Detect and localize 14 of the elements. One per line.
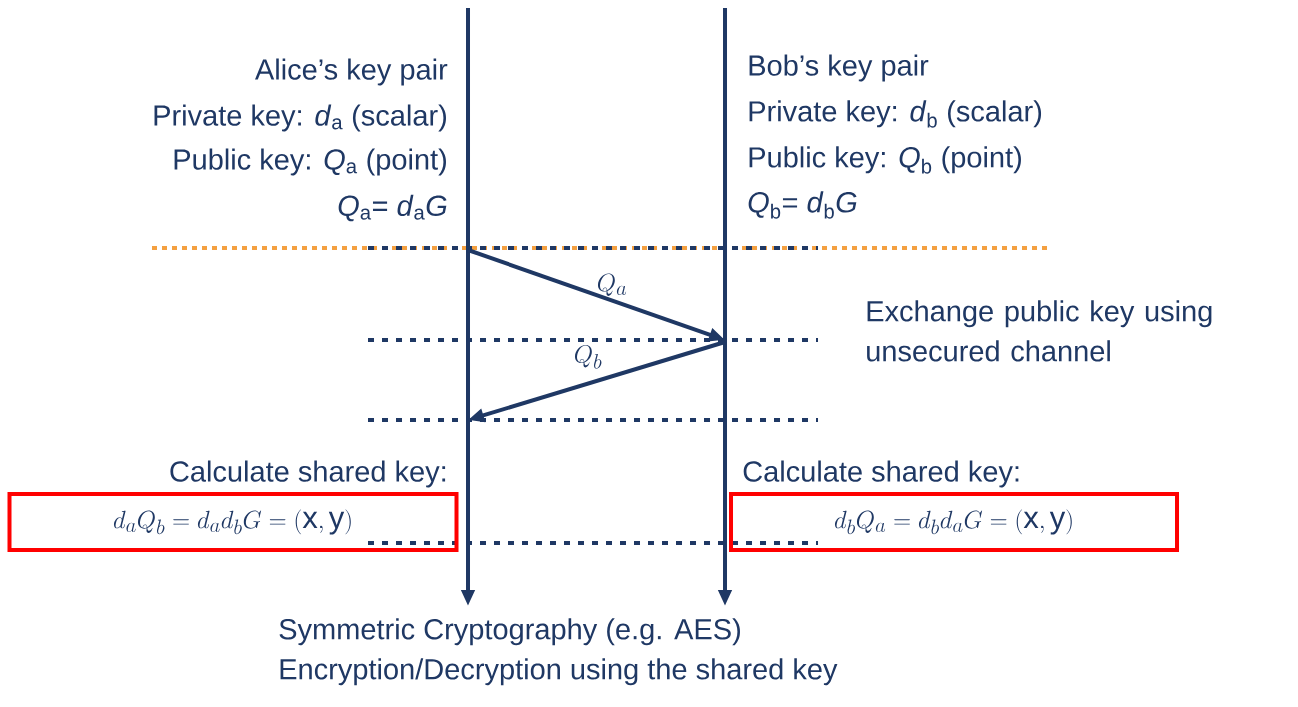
key-text: Public key: Q$_{a}$ (point) [174,148,446,176]
key-text: Private key: d$_{a}$ (scalar) [154,104,446,132]
note-text: Exchange public key using unsecured channel [867,300,1212,362]
note-text: Symmetric Cryptography (e.g. AES) Encryption/Decryption using the shared key [279,618,838,686]
formula-box: $d_aQ_b = d_ad_bG = (\mathrm{x},\mathrm{y})$ [7,492,459,552]
key-text: Bob’s key pair [749,54,929,82]
shared-key-heading: Calculate shared key: [743,460,1019,488]
key-text: Alice’s key pair [255,58,448,86]
edge-label: $Q_b$ [575,345,602,369]
key-text: Private key: d$_{b}$ (scalar) [749,100,1042,128]
shared-key-heading: Calculate shared key: [170,460,446,488]
edge-label: $Q_a$ [597,273,627,296]
formula-box: $d_bQ_a = d_bd_aG = (\mathrm{x},\mathrm{y})$ [729,492,1179,552]
key-text: Public key: Q$_{b}$ (point) [749,146,1021,174]
